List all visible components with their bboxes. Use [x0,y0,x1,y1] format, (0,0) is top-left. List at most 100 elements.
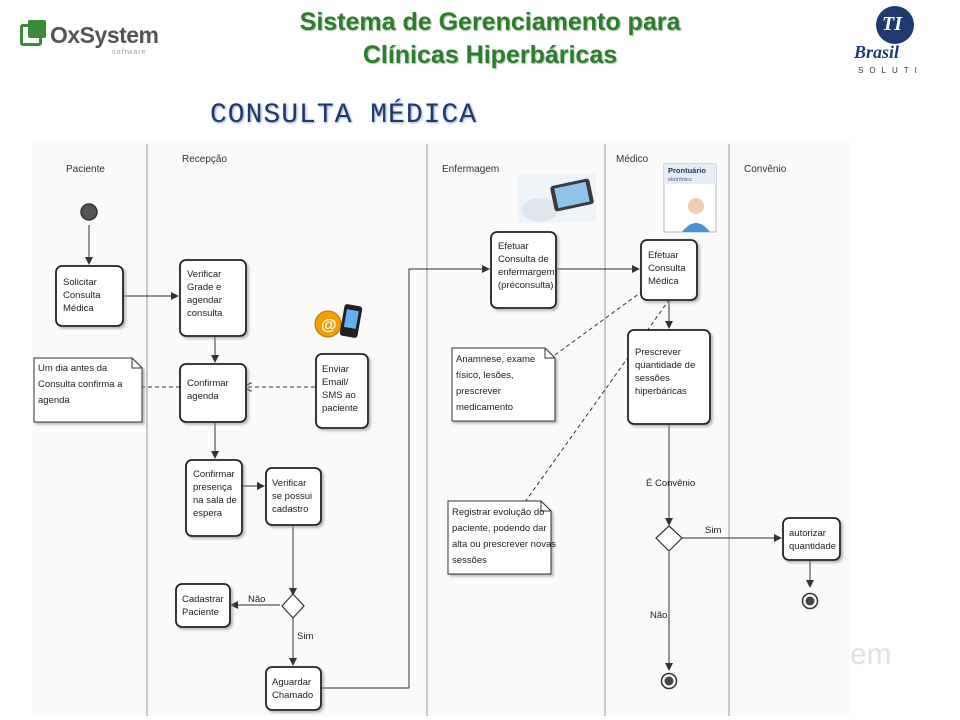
flow-edges [85,225,814,689]
node-text: quantidade de [635,360,695,371]
node-text: autorizar [789,528,826,539]
page-title-line2: Clínicas Hiperbáricas [362,41,618,69]
end-node-medico [660,672,678,690]
label-sim-cadastro: Sim [297,631,313,642]
node-confirmar-presenca: Confirmar presença na sala de espera [185,459,243,537]
label-nao-cadastro: Não [248,594,265,605]
brasil-logo-name: Brasil [854,42,900,62]
swimlane-separators [146,144,730,716]
node-text: sessões [635,373,670,384]
node-text: Verificar [187,269,221,280]
node-text: Chamado [272,690,313,701]
activity-diagram: Paciente Recepção Enfermagem Médico Conv… [32,140,850,716]
brasil-logo-tag: SOLUTI [858,66,923,75]
label-nao-convenio: Não [650,610,667,621]
node-text: Consulta de [498,254,549,265]
node-autorizar-quantidade: autorizar quantidade [782,517,841,561]
lane-medico: Médico [616,154,649,165]
node-text: hiperbáricas [635,386,687,397]
node-text: Solicitar [63,277,97,288]
node-text: Grade e [187,282,221,293]
diagram-subtitle: CONSULTA MÉDICA [210,100,478,131]
node-text: Paciente [182,607,219,618]
watermark-text: em [850,638,892,671]
node-text: Aguardar [272,677,311,688]
node-solicitar-consulta: Solicitar Consulta Médica [55,265,124,327]
node-text: Email/ [322,377,349,388]
node-text: se possui [272,491,312,502]
note-um-dia-antes: Um dia antes da Consulta confirma a agen… [33,357,143,423]
brasil-soluti-logo: TI Brasil SOLUTI [848,6,960,76]
note-text: prescrever [456,386,501,397]
lane-enfermagem: Enfermagem [442,164,499,175]
node-text: SMS ao [322,390,356,401]
note-text: paciente, podendo dar [452,523,547,534]
activity-diagram-svg: Paciente Recepção Enfermagem Médico Conv… [33,144,841,716]
note-text: alta ou prescrever novas [452,539,556,550]
email-sms-icon: @ [314,304,363,338]
node-text: cadastro [272,504,308,515]
node-confirmar-agenda: Confirmar agenda [179,363,247,423]
node-text: Efetuar [498,241,529,252]
node-text: Enviar [322,364,349,375]
node-aguardar-chamado: Aguardar Chamado [265,666,322,711]
note-text: agenda [38,395,70,406]
node-text: Cadastrar [182,594,224,605]
oxsystem-logo: OxSystem software [20,20,170,60]
note-text: medicamento [456,402,513,413]
node-text: Efetuar [648,250,679,261]
decision-convenio [655,525,683,552]
node-text: Médica [63,303,94,314]
node-text: consulta [187,308,223,319]
note-text: sessões [452,555,487,566]
prontuario-eletronico-icon: Prontuário eletrônico [663,163,717,233]
brasil-logo-circle: TI [876,6,914,44]
label-e-convenio: É Convênio [646,478,695,489]
note-text: Anamnese, exame [456,354,535,365]
node-verificar-grade: Verificar Grade e agendar consulta [179,259,247,337]
oxsystem-logo-tag: software [112,49,147,56]
oxsystem-logo-mark-inner [28,20,46,38]
end-node-convenio [801,592,819,610]
node-text: Verificar [272,478,306,489]
node-cadastrar-paciente: Cadastrar Paciente [175,583,231,628]
node-text: Confirmar [187,378,229,389]
node-text: Médica [648,276,679,287]
node-text: espera [193,508,223,519]
lane-convenio: Convênio [744,164,787,175]
node-text: Prescrever [635,347,681,358]
node-text: paciente [322,403,358,414]
decision-cadastro [281,593,305,619]
note-text: físico, lesões, [456,370,514,381]
node-text: agenda [187,391,219,402]
note-text: Um dia antes da [38,363,108,374]
start-node [80,203,98,221]
node-text: (préconsulta) [498,280,553,291]
node-text: agendar [187,295,222,306]
lane-paciente: Paciente [66,164,105,175]
node-text: Confirmar [193,469,235,480]
swimlane-labels: Paciente Recepção Enfermagem Médico Conv… [66,154,787,175]
oxsystem-logo-name: OxSystem [50,22,159,48]
lane-recepcao: Recepção [182,154,227,165]
node-enviar-email: Enviar Email/ SMS ao paciente [315,353,369,429]
node-prescrever-sessoes: Prescrever quantidade de sessões hiperbá… [627,329,711,425]
note-anamnese: Anamnese, exame físico, lesões, prescrev… [451,347,556,422]
prontuario-subtitle: eletrônico [668,177,692,183]
prontuario-title: Prontuário [668,166,706,175]
svg-text:@: @ [321,317,337,334]
page-title-line1: Sistema de Gerenciamento para [299,8,681,36]
label-sim-convenio: Sim [705,525,721,536]
note-text: Consulta confirma a [38,379,123,390]
tablet-doctor-icon [518,174,596,222]
note-text: Registrar evolução do [452,507,544,518]
node-text: enfermargem [498,267,555,278]
node-text: quantidade [789,541,836,552]
header: OxSystem software Sistema de Gerenciamen… [0,0,960,100]
node-text: Consulta [648,263,686,274]
node-verificar-cadastro: Verificar se possui cadastro [265,467,322,526]
note-registrar-evolucao: Registrar evolução do paciente, podendo … [447,500,556,575]
node-efetuar-consulta-enfermagem: Efetuar Consulta de enfermargem (précons… [490,231,557,309]
node-text: presença [193,482,233,493]
node-text: Consulta [63,290,101,301]
